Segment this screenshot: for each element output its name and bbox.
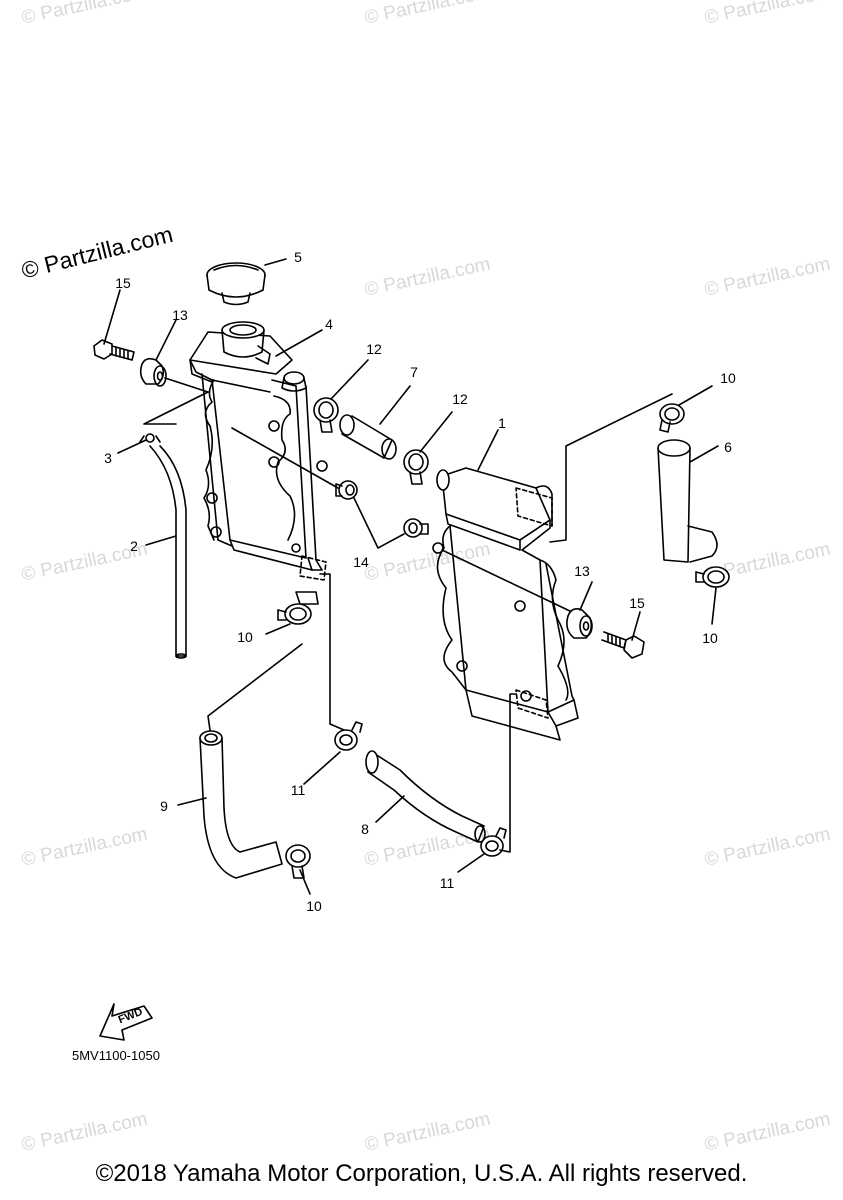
clamp-10-right xyxy=(695,566,730,588)
callout-3: 3 xyxy=(104,450,112,466)
callout-11-lower: 11 xyxy=(439,875,455,891)
callout-6: 6 xyxy=(724,439,732,455)
clamp-10-left xyxy=(277,603,312,625)
left-radiator xyxy=(189,321,328,605)
clamp-10-lower xyxy=(285,844,311,879)
callout-8: 8 xyxy=(361,821,369,837)
callout-12-upper: 12 xyxy=(366,341,382,357)
radiator-hose-9 xyxy=(199,730,283,879)
callout-10-right: 10 xyxy=(702,630,718,646)
hose-clip xyxy=(139,433,161,443)
right-radiator xyxy=(432,467,579,741)
callout-15-left: 15 xyxy=(115,275,131,291)
connector-hose-7 xyxy=(339,414,397,460)
callout-14: 14 xyxy=(353,554,369,570)
callout-5: 5 xyxy=(294,249,302,265)
clamp-10-upper-right xyxy=(659,403,685,433)
copyright-notice: ©2018 Yamaha Motor Corporation, U.S.A. A… xyxy=(95,1160,748,1187)
radiator-hose-8 xyxy=(365,750,486,843)
grommet-right xyxy=(566,608,593,639)
spacer-14-left xyxy=(335,480,358,500)
callout-7: 7 xyxy=(410,364,418,380)
grommet-left xyxy=(139,357,167,387)
clamp-12-upper xyxy=(313,397,339,433)
radiator-cap xyxy=(206,262,266,306)
callout-4: 4 xyxy=(325,316,333,332)
clamp-11-upper xyxy=(334,721,363,751)
callout-13-right: 13 xyxy=(574,563,590,579)
callout-10-left: 10 xyxy=(237,629,253,645)
diagram-code: 5MV1100-1050 xyxy=(72,1048,160,1063)
bolt-right xyxy=(601,631,645,659)
callout-11-upper: 11 xyxy=(290,782,306,798)
callout-13-left: 13 xyxy=(172,307,188,323)
fwd-arrow xyxy=(99,1003,153,1041)
clamp-11-lower xyxy=(480,827,507,857)
callout-12-lower: 12 xyxy=(452,391,468,407)
callout-9: 9 xyxy=(160,798,168,814)
callout-15-right: 15 xyxy=(629,595,645,611)
clamp-12-lower xyxy=(403,449,429,485)
callout-10-lower: 10 xyxy=(306,898,322,914)
breather-hose xyxy=(149,445,187,659)
callout-10-upper-right: 10 xyxy=(720,370,736,386)
callout-1: 1 xyxy=(498,415,506,431)
radiator-hose-6 xyxy=(657,439,718,563)
callout-2: 2 xyxy=(130,538,138,554)
bolt-left xyxy=(93,339,135,361)
spacer-14-right xyxy=(403,518,429,538)
